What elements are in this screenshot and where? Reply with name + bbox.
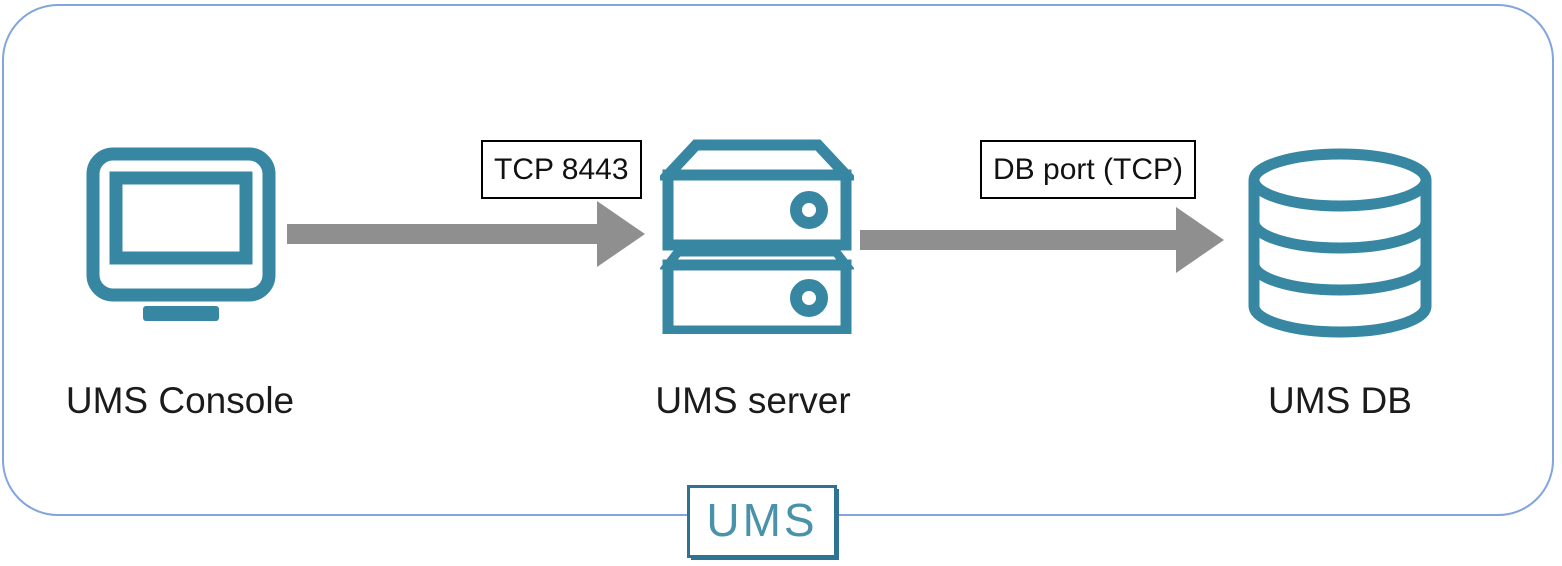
node-label-ums-console: UMS Console [65,380,295,421]
node-label-ums-server: UMS server [655,380,851,421]
arrow-right-icon [860,207,1224,273]
monitor-icon [86,147,276,323]
connection-label-db-port: DB port (TCP) [980,140,1197,199]
server-stack-icon [660,139,854,334]
ums-badge-label: UMS [706,494,818,546]
connection-label-tcp-8443: TCP 8443 [481,140,642,199]
ums-badge: UMS [687,485,837,558]
arrow-right-icon [287,201,645,267]
database-icon [1245,147,1435,339]
node-label-ums-db: UMS DB [1268,380,1412,421]
